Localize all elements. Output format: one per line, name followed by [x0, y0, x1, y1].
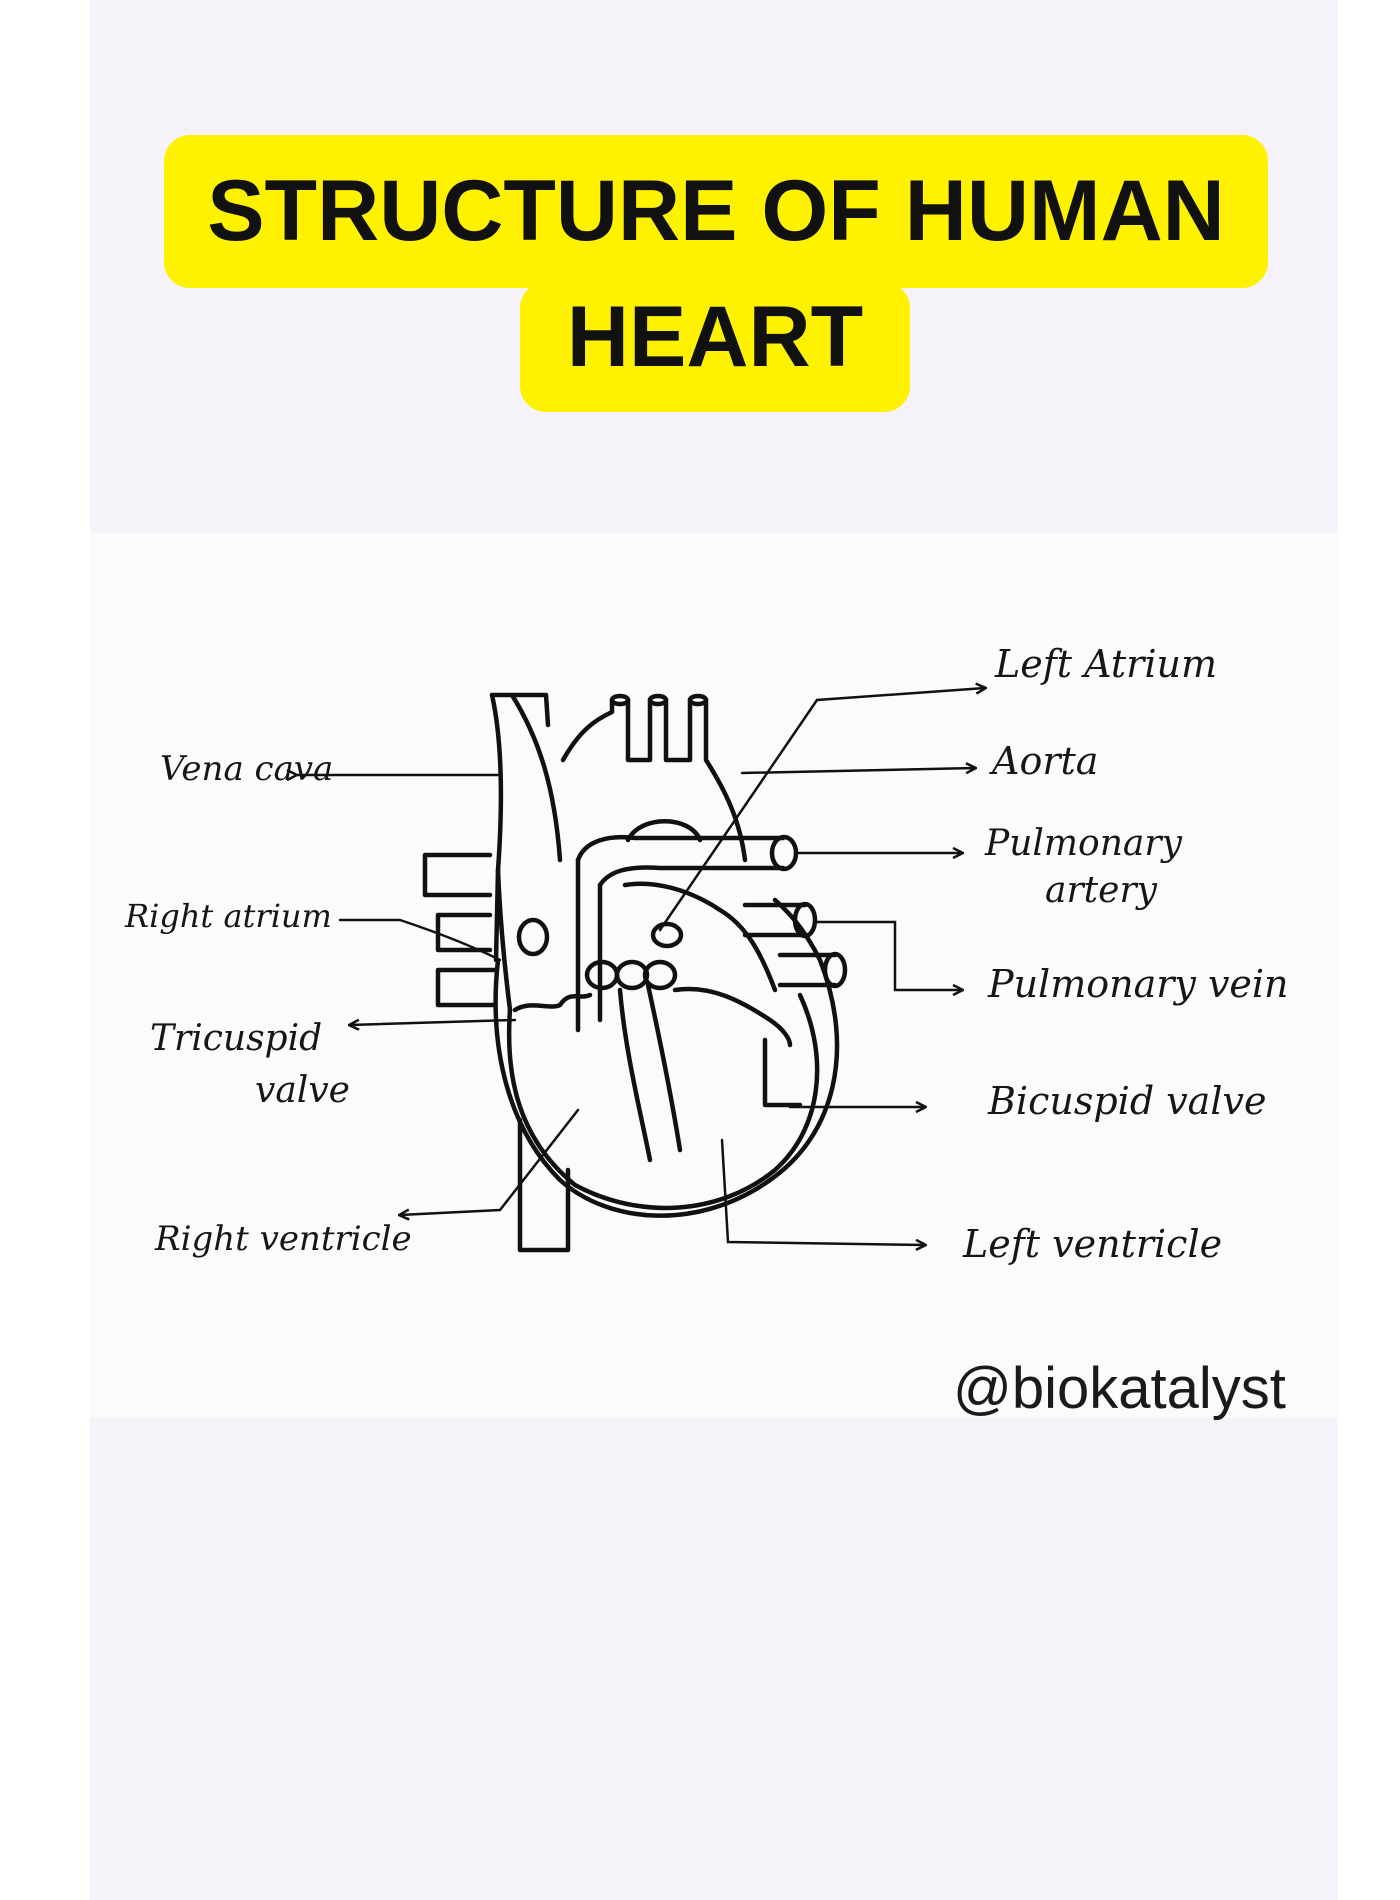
aorta-branch-2 — [647, 693, 669, 707]
label-pulmonary-artery-line2: artery — [1045, 870, 1157, 911]
label-left-atrium: Left Atrium — [995, 642, 1218, 686]
leader-aorta — [740, 768, 975, 775]
left-atrium-opening — [650, 921, 684, 949]
leader-right-atrium — [338, 918, 502, 962]
vena-cava-top — [489, 692, 551, 728]
aortic-valve-2 — [614, 959, 650, 991]
label-vena-cava: Vena cava — [160, 749, 334, 789]
tricuspid-valve — [512, 992, 593, 1013]
label-pulmonary-artery-line1: Pulmonary — [985, 823, 1182, 864]
interventricular-septum — [617, 982, 683, 1163]
label-tricuspid-line1: Tricuspid — [150, 1018, 323, 1059]
aorta-arch-top — [625, 819, 703, 843]
aorta-branch-1 — [609, 693, 631, 707]
right-vein-2 — [777, 952, 838, 988]
aorta-branch-3 — [687, 693, 709, 707]
heart-inner-wall — [506, 992, 820, 1211]
left-atrium-inner — [622, 881, 778, 993]
title-line-2: HEART — [520, 282, 910, 412]
leader-left-ventricle — [720, 1138, 925, 1245]
diagram-paper — [90, 533, 1338, 1418]
label-aorta: Aorta — [992, 739, 1099, 783]
leader-right-ventricle — [400, 1108, 580, 1215]
vena-cava-superior-inner — [509, 692, 563, 863]
watermark: @biokatalyst — [953, 1356, 1286, 1421]
aortic-arch — [560, 697, 748, 863]
title-line-1: STRUCTURE OF HUMAN — [164, 135, 1268, 288]
bicuspid-valve — [672, 986, 793, 1048]
left-vein-3 — [435, 967, 498, 1008]
label-right-ventricle: Right ventricle — [155, 1219, 412, 1259]
label-pulmonary-vein: Pulmonary vein — [988, 962, 1289, 1006]
interatrial-septum — [575, 857, 603, 1033]
pulmonary-artery-trunk — [575, 835, 786, 888]
leader-pulmonary-vein — [813, 920, 962, 990]
bicuspid-box — [762, 1037, 803, 1108]
right-vein-1 — [742, 902, 808, 938]
title-banner: STRUCTURE OF HUMAN HEART — [0, 0, 1400, 430]
left-vein-1 — [422, 852, 493, 898]
heart-outer-wall — [493, 897, 840, 1218]
right-atrium-opening — [516, 917, 550, 957]
leader-tricuspid — [350, 1020, 517, 1025]
right-atrium-wall — [495, 867, 513, 1013]
label-right-atrium: Right atrium — [125, 897, 332, 935]
label-left-ventricle: Left ventricle — [963, 1222, 1223, 1266]
leader-left-atrium — [658, 688, 985, 932]
pulmonary-artery-end — [769, 834, 799, 872]
label-bicuspid-valve: Bicuspid valve — [988, 1079, 1267, 1123]
aortic-valve-3 — [642, 959, 678, 991]
label-tricuspid-line2: valve — [255, 1070, 350, 1111]
vena-cava-superior — [489, 692, 504, 963]
